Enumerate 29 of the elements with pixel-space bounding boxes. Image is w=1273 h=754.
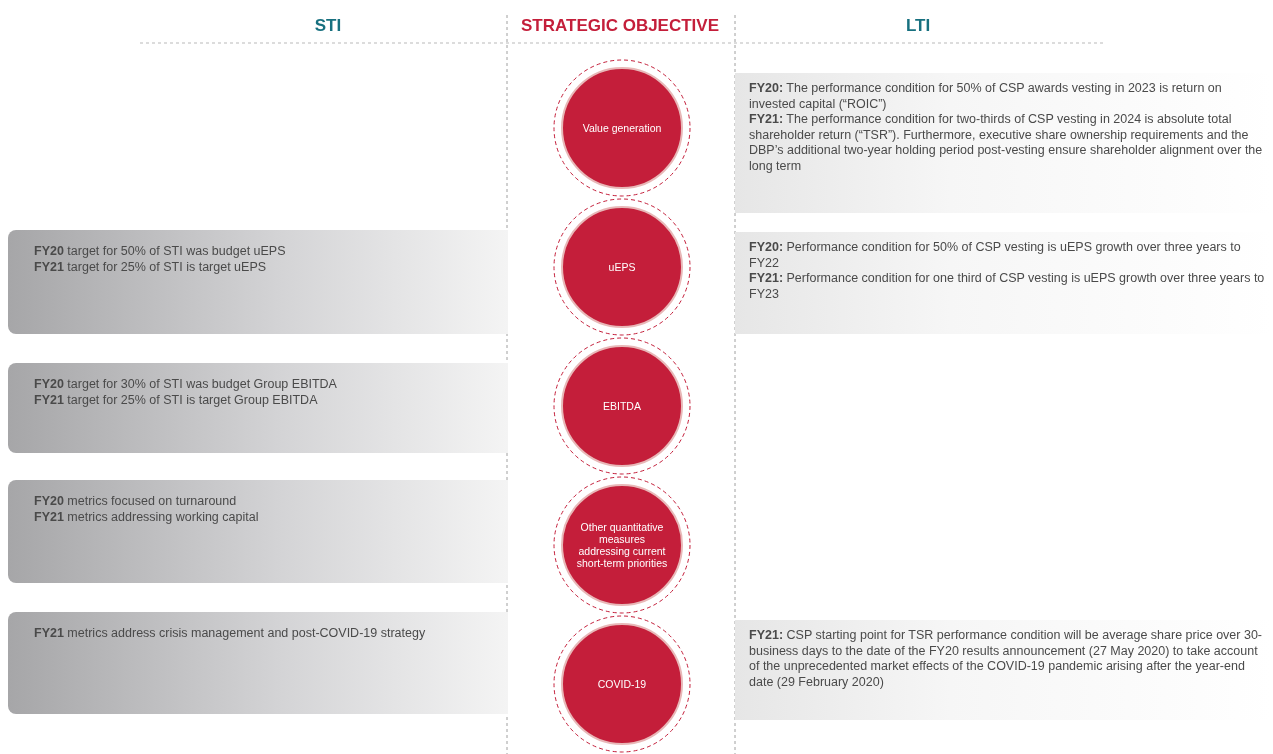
column-heading: STI	[314, 16, 342, 36]
panel-text: FY20: Performance condition for 50% of CSP vesting is uEPS growth over three years to FY22	[749, 240, 1242, 271]
sti-panel	[8, 480, 508, 583]
panel-text: FY21 target for 25% of STI is target uEPS	[34, 259, 268, 275]
circle-label: Value generation	[581, 122, 663, 134]
sti-panel	[8, 230, 508, 334]
circle-label: Other quantitative measures addressing current short-term priorities	[575, 521, 669, 569]
circle-label: COVID-19	[596, 678, 648, 690]
column-heading: LTI	[905, 16, 931, 36]
panel-text: FY21 target for 25% of STI is target Group EBITDA	[34, 392, 319, 408]
sti-panel	[8, 363, 508, 453]
panel-text: FY21 metrics addressing working capital	[34, 509, 260, 525]
sti-panel	[8, 612, 508, 714]
panel-text: FY20 metrics focused on turnaround	[34, 494, 238, 510]
panel-text: FY20: The performance condition for 50% of CSP awards vesting in 2023 is return on invested capital (“ROIC”)	[749, 81, 1223, 112]
circle-label: uEPS	[607, 261, 637, 273]
panel-text: FY21 metrics address crisis management and post-COVID-19 strategy	[34, 626, 427, 642]
circle-label: EBITDA	[602, 400, 642, 412]
objective-circle	[553, 476, 691, 614]
panel-text: FY21: Performance condition for one third of CSP vesting is uEPS growth over three years to FY23	[749, 271, 1265, 302]
panel-text: FY20 target for 50% of STI was budget uEPS	[34, 244, 287, 260]
panel-text: FY21: CSP starting point for TSR performance condition will be average share price over 30-business days to the date of the FY20 results announcement (27 May 2020) to take account of the unprecedented market effects of the COVID-19 pandemic arising after the year-end date (29 February 2020)	[749, 628, 1263, 690]
objective-circle	[553, 59, 691, 197]
panel-text: FY20 target for 30% of STI was budget Group EBITDA	[34, 377, 338, 393]
objective-circle	[553, 198, 691, 336]
column-heading: STRATEGIC OBJECTIVE	[521, 16, 719, 36]
objective-circle	[553, 615, 691, 753]
objective-circle	[553, 337, 691, 475]
panel-text: FY21: The performance condition for two-thirds of CSP vesting in 2024 is absolute total shareholder return (“TSR”). Furthermore, executive share ownership requirements and the DBP’s additional two-year holding period post-vesting ensure shareholder alignment over the long term	[749, 112, 1264, 174]
